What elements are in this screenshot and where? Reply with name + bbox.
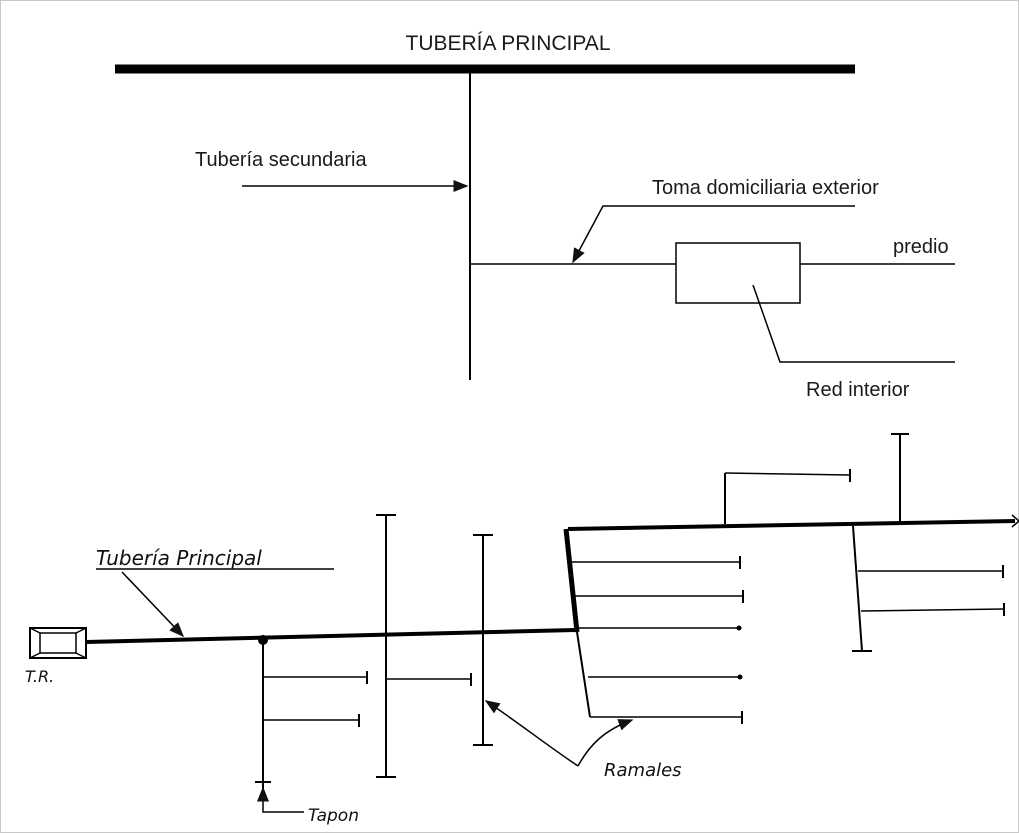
sketch-main-pipe-riser (563, 528, 580, 633)
service-connection-label: Toma domiciliaria exterior (652, 177, 879, 199)
meter-box (675, 242, 801, 304)
interior-network-label: Red interior (806, 379, 910, 401)
sketch-upper-main (567, 519, 1016, 531)
tr-label: T.R. (25, 667, 54, 686)
cap-pointer (257, 786, 304, 813)
branches-label: Ramales (604, 760, 682, 781)
branch-1 (255, 640, 368, 790)
service-connection-arrow (572, 205, 855, 264)
branches-pointer-left (484, 700, 579, 767)
property-label: predio (893, 236, 949, 258)
branch-3 (473, 534, 493, 746)
bottom-sketch (29, 433, 1019, 813)
branch-2 (376, 514, 472, 778)
sketch-main-pipe (85, 628, 576, 644)
main-pipe-pointer (121, 571, 185, 638)
interior-network-leader (752, 284, 955, 363)
tr-box (29, 627, 87, 659)
branches-pointer-right (577, 719, 634, 767)
top-diagram: TUBERÍA PRINCIPAL Tubería secundaria Tom… (115, 32, 955, 401)
upper-branches (724, 433, 1005, 652)
cap-label: Tapon (308, 806, 359, 826)
secondary-pipe-label: Tubería secundaria (195, 149, 367, 171)
top-title: TUBERÍA PRINCIPAL (406, 32, 611, 55)
main-pipe-label: Tubería Principal (96, 546, 262, 570)
branch-cluster-right (569, 556, 744, 724)
